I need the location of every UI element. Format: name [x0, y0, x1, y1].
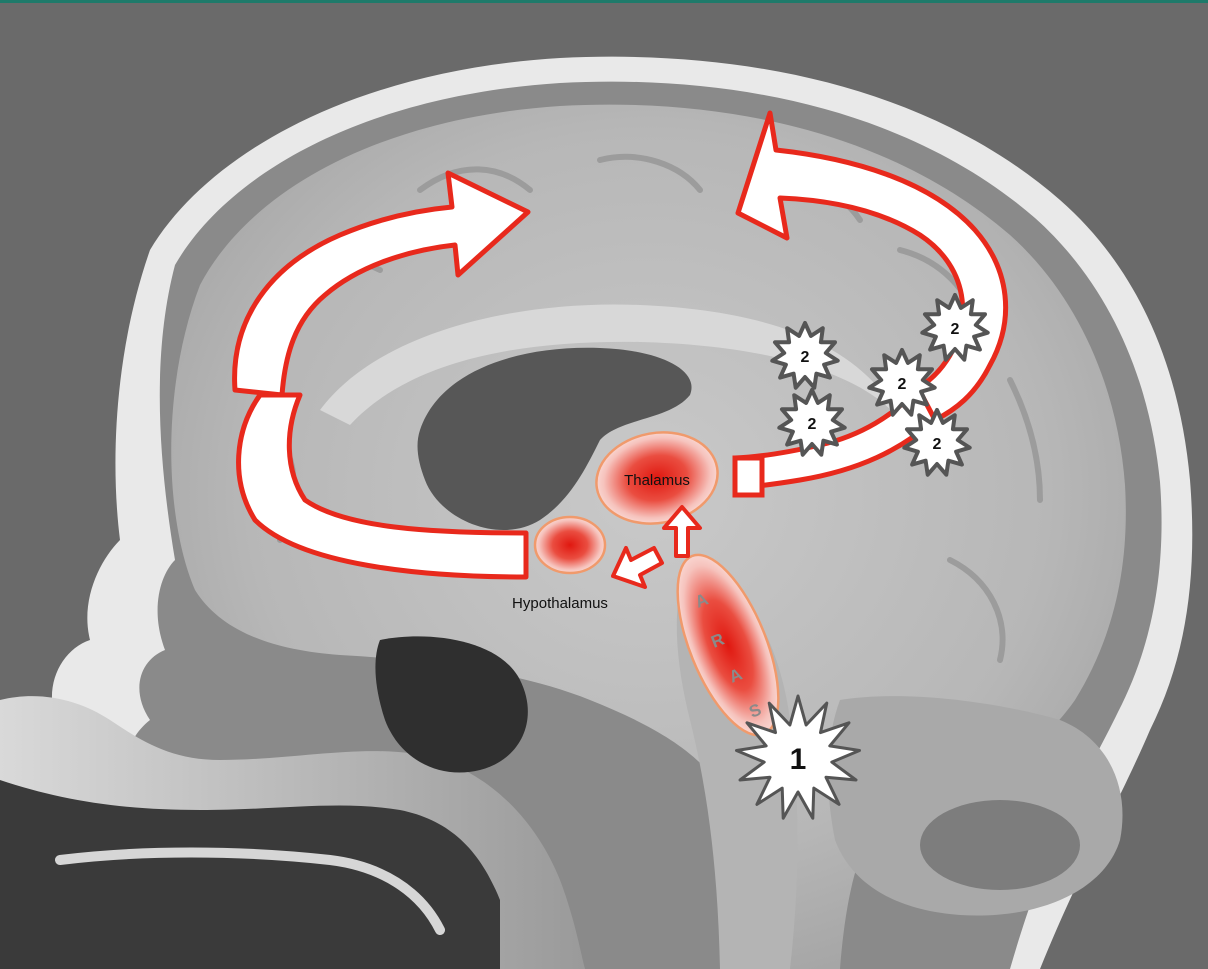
hypothalamus-label: Hypothalamus [512, 595, 608, 612]
lesion-cortical-5-label: 2 [933, 436, 942, 453]
hypothalamus-nucleus [535, 517, 605, 573]
lesion-cortical-1-label: 2 [801, 349, 810, 366]
ring-right-band-end [735, 458, 762, 495]
lesion-cortical-4-label: 2 [808, 416, 817, 433]
top-frame-line [0, 0, 1208, 3]
lesion-cortical-2-label: 2 [951, 321, 960, 338]
lesion-brainstem-label: 1 [790, 743, 807, 776]
cerebellum-dark-region [920, 800, 1080, 890]
lesion-cortical-3-label: 2 [898, 376, 907, 393]
thalamus-label: Thalamus [624, 472, 690, 489]
